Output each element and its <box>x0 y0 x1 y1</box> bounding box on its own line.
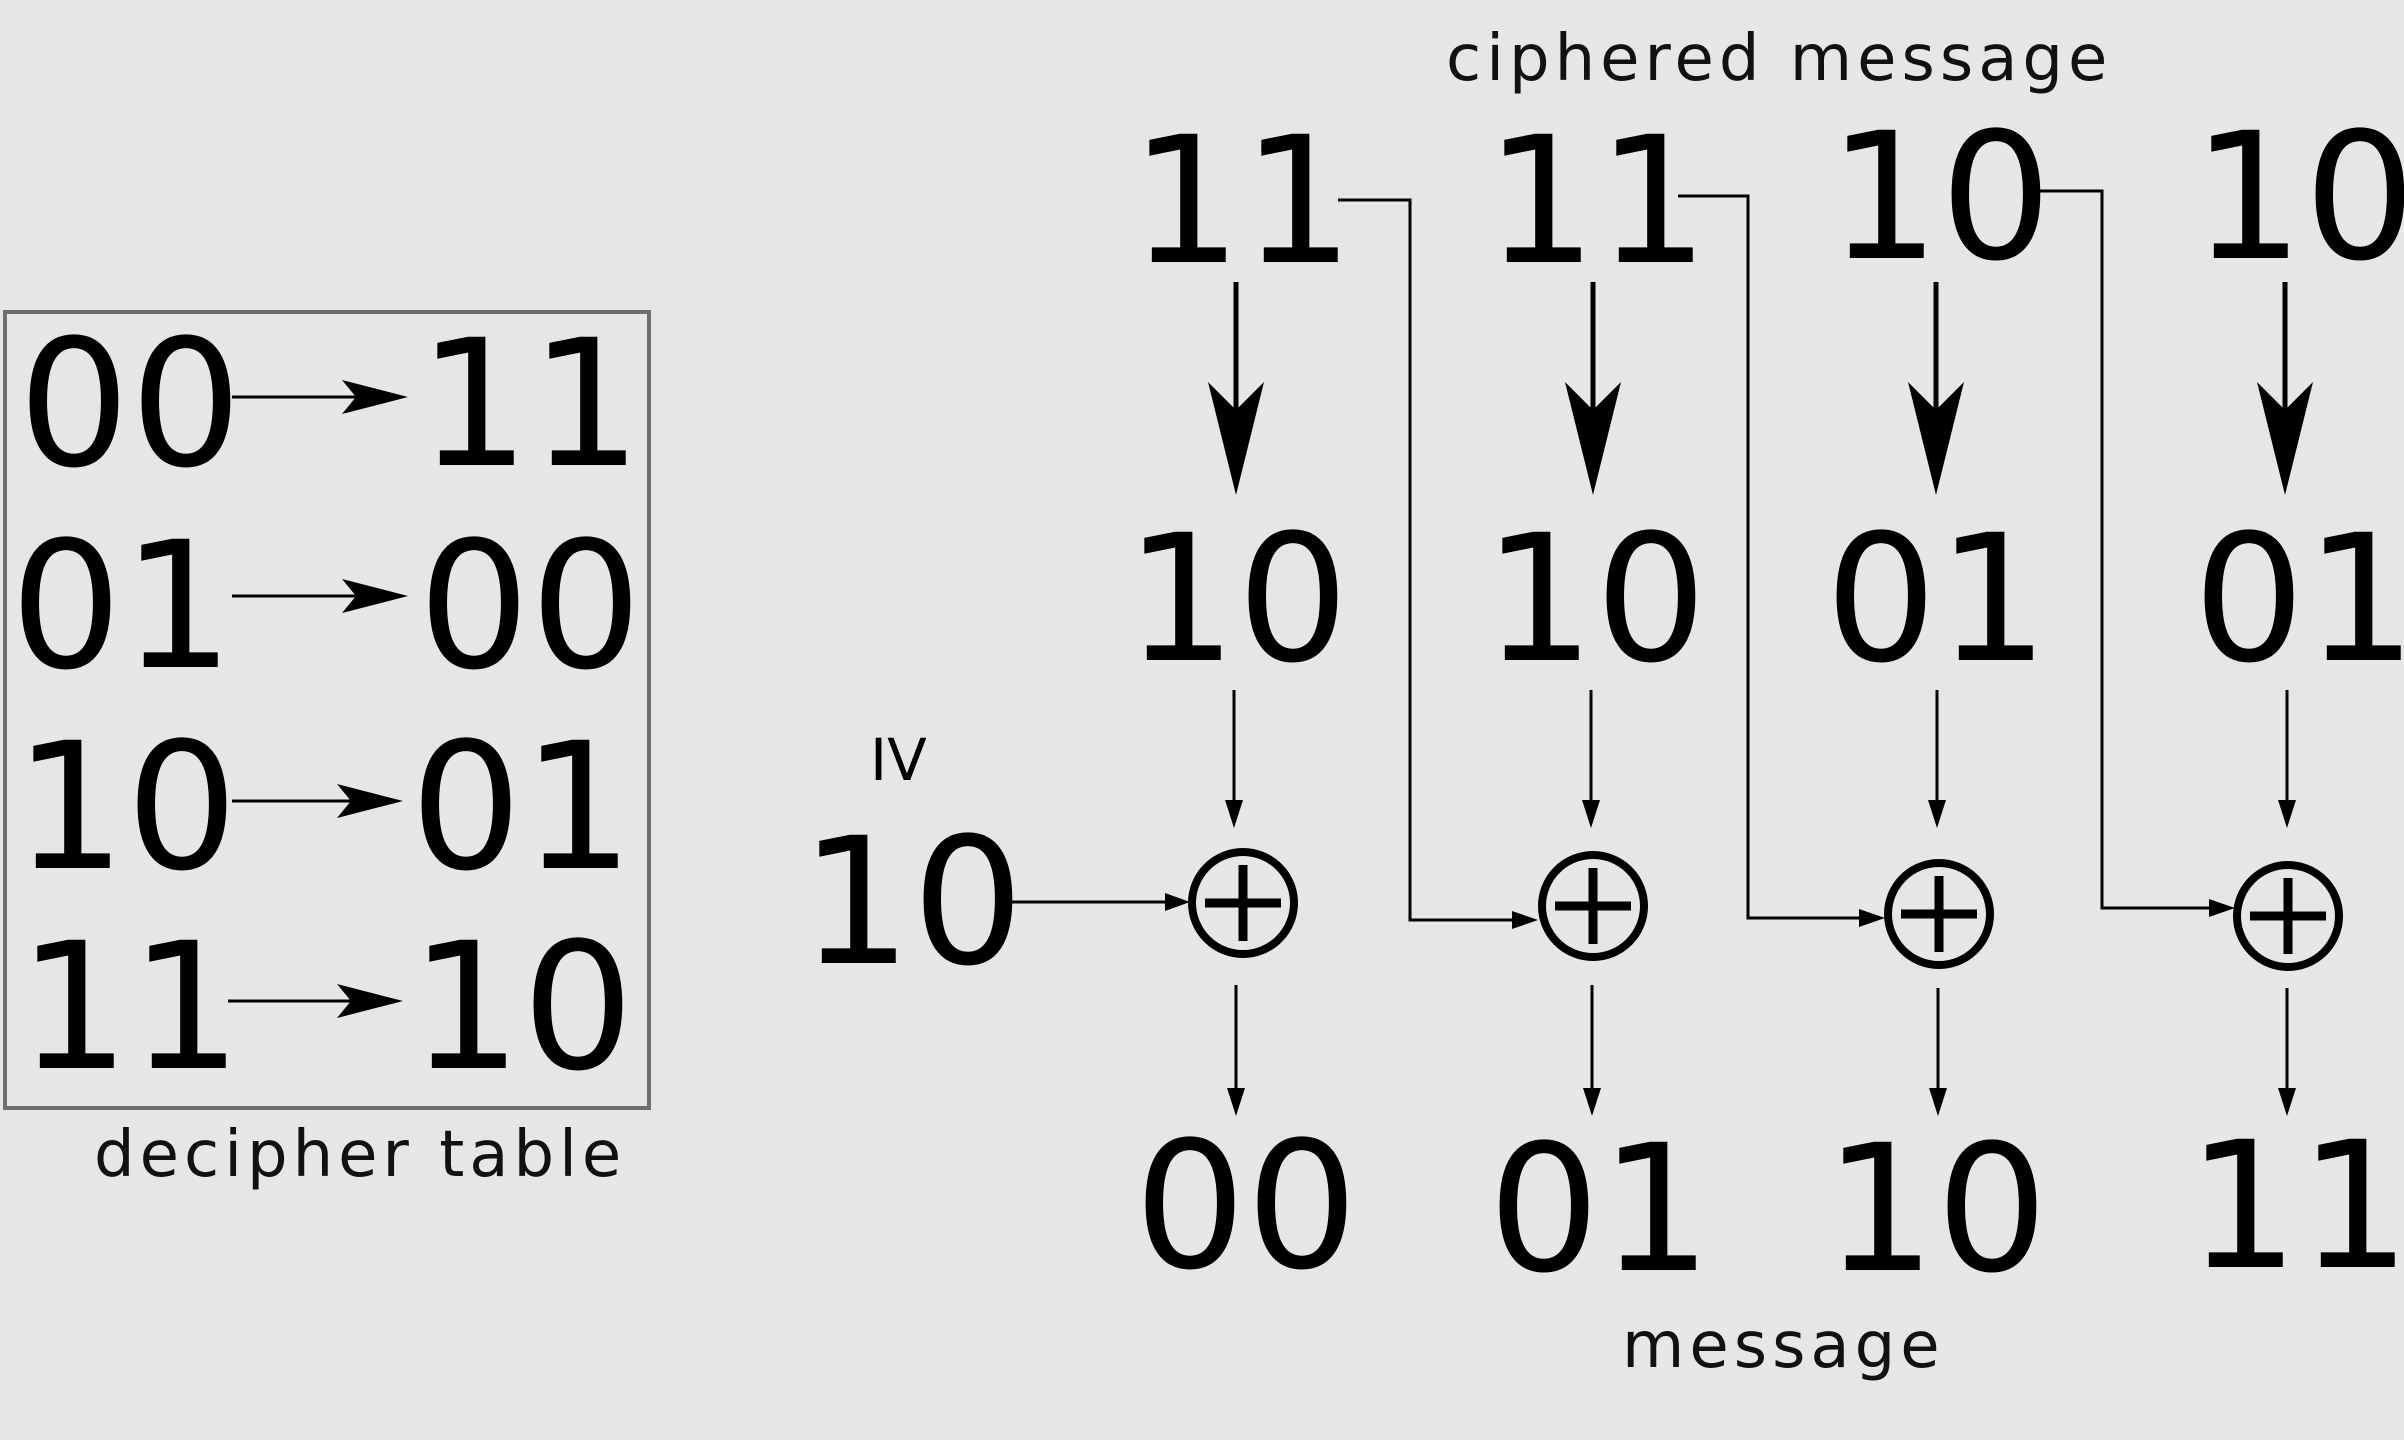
table-row-from: 10 <box>14 705 238 910</box>
ciphered-message-caption: ciphered message <box>1446 22 2112 96</box>
chaining-connectors <box>1338 189 2235 929</box>
arrow-right-icon <box>342 579 408 613</box>
deciphered-block: 10 <box>1483 497 1707 702</box>
iv-label: IV <box>870 726 927 794</box>
iv-value: 10 <box>800 800 1024 1005</box>
xor-circle-plus-icon <box>1188 848 1298 958</box>
decipher-table-caption: decipher table <box>94 1118 626 1192</box>
table-row-from: 11 <box>18 905 242 1110</box>
arrow-down-icon <box>1908 382 1964 495</box>
table-row-from: 00 <box>18 302 242 507</box>
deciphered-block: 01 <box>2193 497 2404 702</box>
arrow-down-icon <box>2257 382 2313 495</box>
arrow-down-icon <box>1208 382 1264 495</box>
ciphered-blocks: 11 11 10 10 <box>1130 95 2404 304</box>
table-row-to: 10 <box>410 905 634 1110</box>
deciphered-blocks: 10 10 01 01 <box>1125 497 2404 702</box>
arrow-right-icon <box>342 380 408 414</box>
table-row-to: 11 <box>418 302 642 507</box>
arrow-down-icon <box>1928 800 1946 828</box>
ciphered-block: 10 <box>2192 95 2404 300</box>
to-xor-arrows <box>1225 690 2296 828</box>
chain-line <box>1678 194 1862 920</box>
deciphered-block: 01 <box>1825 497 2049 702</box>
xor-nodes <box>1188 848 2343 971</box>
message-block: 10 <box>1824 1107 2048 1312</box>
message-caption: message <box>1622 1309 1945 1383</box>
decipher-table-frame <box>3 310 651 1110</box>
chain-line <box>1338 198 1515 922</box>
arrow-right-icon <box>1512 911 1538 929</box>
ciphered-block: 11 <box>1485 99 1709 304</box>
arrow-right-icon <box>337 984 403 1018</box>
message-block: 00 <box>1134 1104 1358 1309</box>
xor-circle-plus-icon <box>1538 851 1648 961</box>
arrow-down-icon <box>1929 1088 1947 1116</box>
to-message-arrows <box>1227 985 2296 1116</box>
chain-line <box>2030 189 2212 910</box>
table-row-to: 00 <box>418 504 642 709</box>
arrow-down-icon <box>1225 800 1243 828</box>
message-block: 11 <box>2187 1104 2404 1309</box>
message-block: 01 <box>1488 1107 1712 1312</box>
arrow-right-icon <box>1859 909 1885 927</box>
xor-circle-plus-icon <box>1884 859 1994 969</box>
arrow-right-icon <box>2209 899 2235 917</box>
xor-circle-plus-icon <box>2233 861 2343 971</box>
message-blocks: 00 01 10 11 <box>1134 1104 2404 1312</box>
decipher-arrows <box>1208 282 2313 495</box>
arrow-down-icon <box>1227 1088 1245 1116</box>
table-row-to: 01 <box>410 705 634 910</box>
arrow-down-icon <box>2278 800 2296 828</box>
table-row-from: 01 <box>10 504 234 709</box>
arrow-down-icon <box>1565 382 1621 495</box>
ciphered-block: 10 <box>1828 95 2052 300</box>
arrow-down-icon <box>1583 1088 1601 1116</box>
arrow-down-icon <box>2278 1088 2296 1116</box>
ciphered-block: 11 <box>1130 99 1354 304</box>
deciphered-block: 10 <box>1125 497 1349 702</box>
arrow-down-icon <box>1582 800 1600 828</box>
decipher-table: 00 11 01 00 10 01 11 10 decipher table <box>3 302 651 1192</box>
arrow-right-icon <box>337 784 403 818</box>
arrow-right-icon <box>1165 893 1190 911</box>
